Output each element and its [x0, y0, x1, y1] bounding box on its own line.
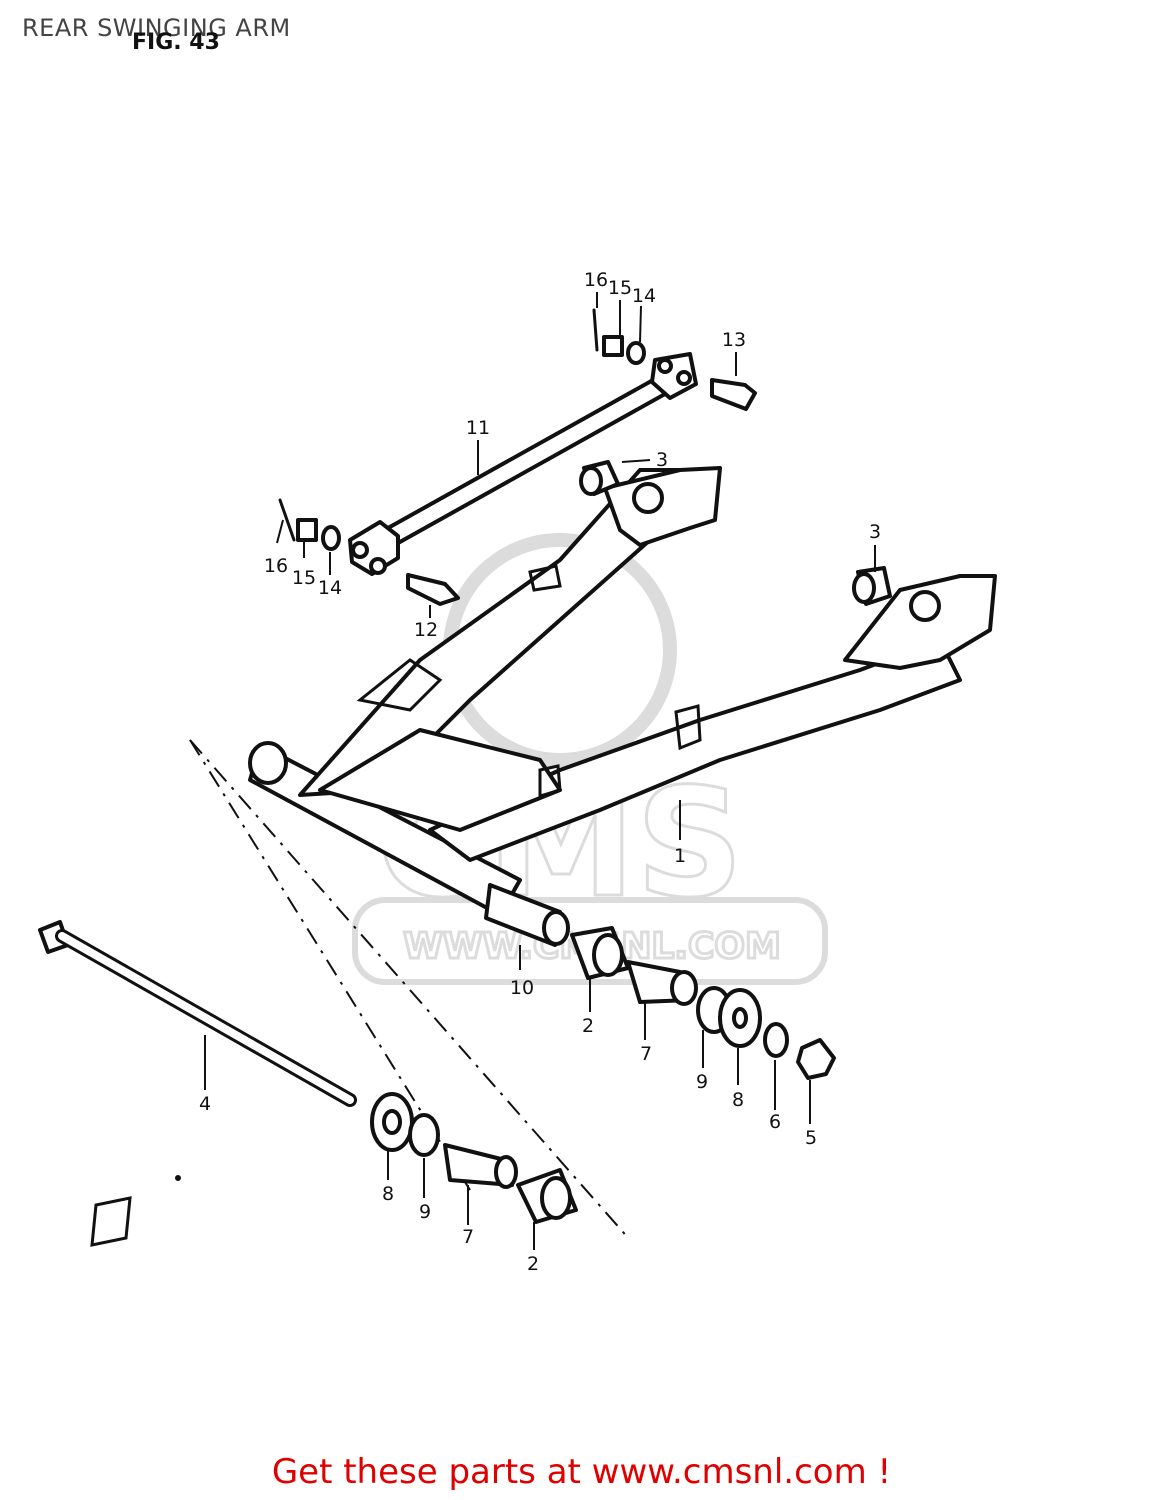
- torque-rod: [348, 352, 698, 576]
- callout-2-left: 2: [527, 1253, 539, 1275]
- callout-14-left: 14: [318, 577, 342, 599]
- callout-4: 4: [199, 1093, 211, 1115]
- stamp-mark: [90, 1175, 181, 1247]
- left-bearing-stack: [370, 1092, 578, 1224]
- callout-15-top: 15: [608, 277, 632, 299]
- callout-8-left: 8: [382, 1183, 394, 1205]
- figure-label: FIG. 43: [132, 30, 220, 55]
- callout-16-top: 16: [584, 269, 608, 291]
- callout-13: 13: [722, 329, 746, 351]
- callout-1: 1: [674, 845, 686, 867]
- swing-arm: [248, 466, 997, 917]
- right-bearing-stack: [570, 926, 836, 1080]
- callout-15-left: 15: [292, 567, 316, 589]
- callout-10: 10: [510, 977, 534, 999]
- callout-12: 12: [414, 619, 438, 641]
- page-title: REAR SWINGING ARM: [22, 14, 291, 42]
- callout-16-left: 16: [264, 555, 288, 577]
- callout-9-right: 9: [696, 1071, 708, 1093]
- parts-diagram: CMS WWW.CMSNL.COM: [38, 269, 997, 1275]
- callout-11: 11: [466, 417, 490, 439]
- pivot-collar: [484, 883, 570, 947]
- callout-14-top: 14: [632, 285, 656, 307]
- callout-6: 6: [769, 1111, 781, 1133]
- pivot-shaft: [38, 920, 357, 1107]
- axis-lines: [189, 739, 631, 1241]
- callout-5: 5: [805, 1127, 817, 1149]
- callout-7-right: 7: [640, 1043, 652, 1065]
- callout-3-left: 3: [656, 449, 668, 471]
- upper-fasteners: [592, 308, 757, 411]
- callouts: 11 3 3 13 16 15 14 16 15 14 12 1 10 2 7 …: [199, 269, 881, 1275]
- callout-9-left: 9: [419, 1201, 431, 1223]
- leader-lines: [204, 292, 876, 1250]
- lower-fasteners: [278, 498, 460, 606]
- callout-3-right: 3: [869, 521, 881, 543]
- callout-8-right: 8: [732, 1089, 744, 1111]
- bushings-3: [579, 460, 892, 606]
- get-parts-link[interactable]: Get these parts at www.cmsnl.com !: [271, 1452, 892, 1492]
- callout-2-right: 2: [582, 1015, 594, 1037]
- callout-7-left: 7: [462, 1226, 474, 1248]
